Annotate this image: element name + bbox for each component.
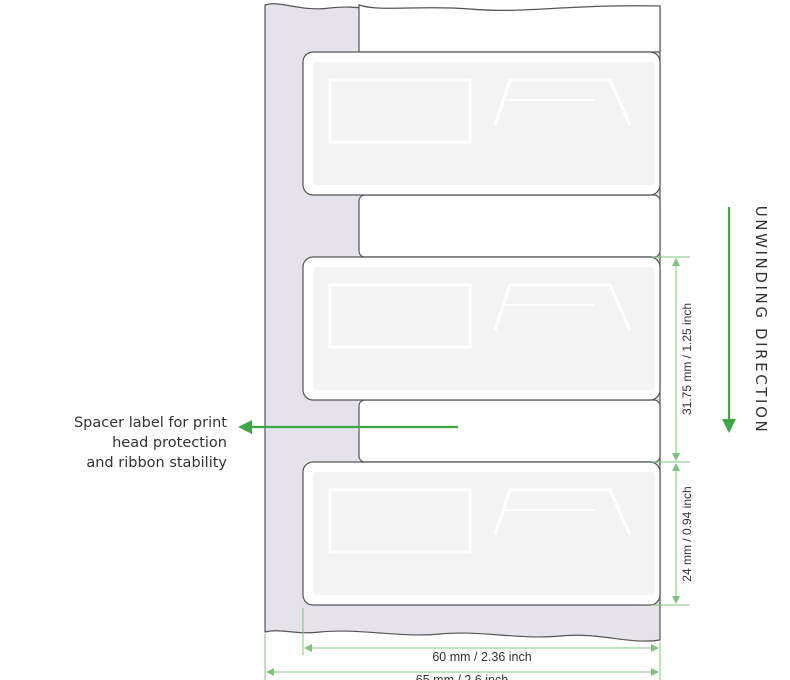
callout-line-1: Spacer label for print: [73, 415, 227, 431]
dim-pitch-label: 31.75 mm / 1.25 inch: [680, 302, 694, 416]
dim-liner-label: 65 mm / 2.6 inch: [415, 673, 509, 680]
spacer-label-top: [358, 4, 661, 53]
dim-width: [302, 608, 661, 680]
dim-pitch: [652, 256, 690, 463]
spacer-label-middle: [358, 194, 661, 258]
callout-line-3: and ribbon stability: [86, 455, 227, 471]
dim-width-label: 60 mm / 2.36 inch: [432, 650, 532, 664]
callout-arrow-head: [238, 420, 252, 434]
callout-line-2: head protection: [112, 435, 227, 451]
spacer-callout-text: Spacer label for print head protection a…: [0, 413, 227, 473]
label-2: [302, 256, 661, 401]
direction-arrow-head: [722, 419, 736, 433]
label-1: [302, 51, 661, 196]
dim-height: [652, 463, 690, 606]
unwinding-direction-label: UNWINDING DIRECTION: [752, 205, 770, 435]
spacer-label-lower: [358, 399, 661, 463]
dim-height-label: 24 mm / 0.94 inch: [680, 486, 694, 582]
dim-liner: [264, 634, 659, 680]
label-3: [302, 461, 661, 606]
